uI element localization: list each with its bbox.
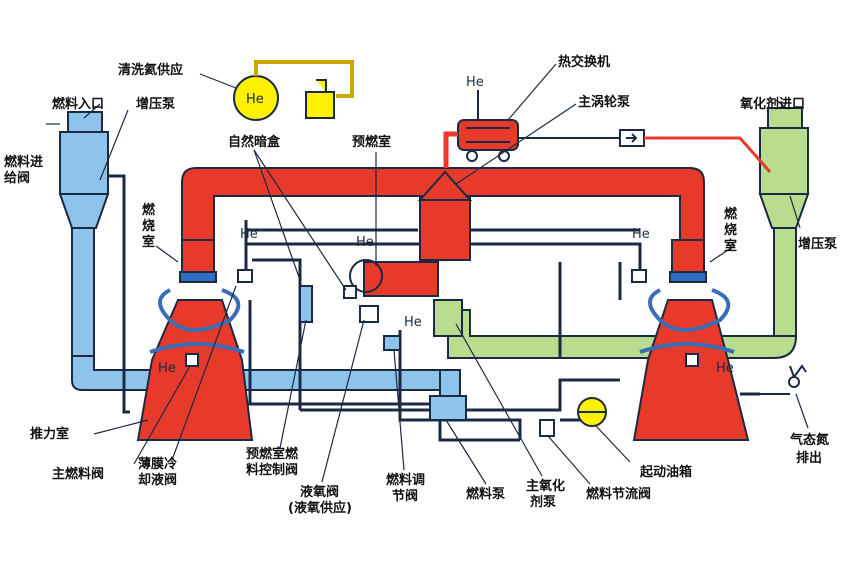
he-lox-line: He: [404, 315, 422, 330]
he-left-chamber: He: [240, 227, 258, 242]
label-start-tank: 起动油箱: [640, 465, 693, 480]
label-heat-exchanger: 热交换机: [558, 55, 611, 70]
fuel-pump-body: [429, 395, 467, 421]
preburner-block: [363, 261, 439, 297]
right-thrust-nozzle: [632, 299, 750, 441]
he-right-nozzle: He: [716, 361, 734, 376]
label-preburner: 预燃室: [352, 135, 392, 150]
label-oxidizer-inlet: 氧化剂进口: [740, 97, 806, 112]
start-tank: [577, 397, 607, 427]
oxidizer-feed-line-right: [773, 227, 797, 339]
label-purge-he-supply: 清洗氦供应: [118, 63, 184, 78]
label-main-fuel-valve: 主燃料阀: [52, 467, 105, 482]
hot-gas-manifold: [136, 119, 750, 441]
label-main-turbopump: 主涡轮泵: [578, 95, 631, 110]
he-heat-exchanger: He: [466, 75, 484, 90]
label-thrust-chamber: 推力室: [30, 427, 70, 442]
label-combustion-chamber-left-3: 室: [142, 235, 156, 250]
heat-exchanger-detail: [466, 90, 772, 173]
label-combustion-chamber-right-3: 室: [724, 239, 738, 254]
oxidizer-boost-pump: [759, 127, 809, 195]
coolant-loops: [149, 288, 735, 354]
control-lines: [108, 174, 760, 442]
heat-exchanger-body: [457, 119, 519, 151]
left-thrust-nozzle: [136, 299, 254, 441]
right-coolant-loop: [648, 288, 731, 332]
fuel-inlet-pipe: [67, 111, 103, 135]
label-fuel-pump: 燃料泵: [466, 487, 506, 502]
label-fuel-regulator-1: 燃料调: [386, 473, 426, 488]
label-combustion-chamber-left-1: 燃: [142, 203, 156, 218]
label-lox-valve-1: 液氧阀: [300, 485, 340, 500]
label-lox-valve-2: (液氧供应): [288, 501, 352, 516]
fuel-regulator-box: [383, 335, 401, 351]
label-combustion-chamber-right-1: 燃: [724, 207, 738, 222]
oxidizer-feed-line-bottom: [447, 309, 798, 359]
label-combustion-chamber-left-2: 烧: [142, 219, 156, 234]
he-labels: He He He He He He He He: [158, 75, 734, 376]
label-combustion-chamber-right-2: 烧: [724, 223, 738, 238]
fuel-boost-pump: [59, 131, 109, 195]
label-boost-pump-left: 增压泵: [136, 97, 176, 112]
he-right-chamber: He: [632, 227, 650, 242]
label-fuel-feed-valve-1: 燃料进: [4, 155, 44, 170]
preburner-fuel-control-valve: [299, 285, 313, 323]
label-main-oxidizer-pump-1: 主氧化: [526, 479, 566, 494]
fuel-feed-line-bottom: [71, 355, 443, 391]
fuel-feed-line-left: [71, 227, 95, 359]
label-preburner-fuel-control-2: 料控制阀: [246, 463, 299, 478]
label-fuel-inlet: 燃料入口: [52, 97, 105, 112]
label-gas-nitrogen-1: 气态氮: [790, 433, 830, 448]
label-boost-pump-right: 增压泵: [798, 237, 838, 252]
fuel-boost-pump-cone: [58, 193, 110, 229]
oxidizer-boost-pump-cone: [758, 193, 810, 229]
he-left-nozzle: He: [158, 361, 176, 376]
label-fuel-feed-valve-2: 给阀: [4, 171, 31, 186]
right-injector: [631, 269, 707, 367]
label-film-cooling-valve-1: 薄膜冷: [138, 457, 178, 472]
label-gas-nitrogen-2: 排出: [796, 451, 823, 466]
label-fuel-regulator-2: 节阀: [392, 489, 419, 504]
nitrogen-vent: [748, 364, 807, 395]
label-main-oxidizer-pump-2: 剂泵: [530, 495, 557, 510]
main-turbopump-dome: [417, 170, 473, 201]
leader-lines: [46, 63, 809, 485]
heat-exchanger-wheel-left: [466, 150, 478, 162]
heat-exchanger-line: [443, 131, 458, 168]
label-film-cooling-valve-2: 却液阀: [138, 473, 178, 488]
he-preburner: He: [356, 235, 374, 250]
preburner-ring: [349, 259, 383, 293]
main-turbopump-body: [419, 195, 471, 261]
right-chamber-neck: [671, 239, 705, 277]
left-coolant-loop: [158, 288, 241, 332]
preburner-area: [299, 259, 555, 437]
main-oxidizer-pump: [433, 299, 463, 337]
label-preburner-fuel-control-1: 预燃室燃: [246, 447, 299, 462]
lox-valve-box: [359, 305, 379, 323]
he-regulator: [305, 79, 335, 119]
left-injector: [179, 269, 253, 367]
label-natural-dark-box: 自然暗盒: [228, 135, 281, 150]
purge-he-tank: [233, 60, 354, 121]
he-purge-tank: He: [246, 92, 264, 107]
label-fuel-throttle-valve: 燃料节流阀: [586, 487, 652, 502]
left-chamber-neck: [181, 239, 215, 277]
